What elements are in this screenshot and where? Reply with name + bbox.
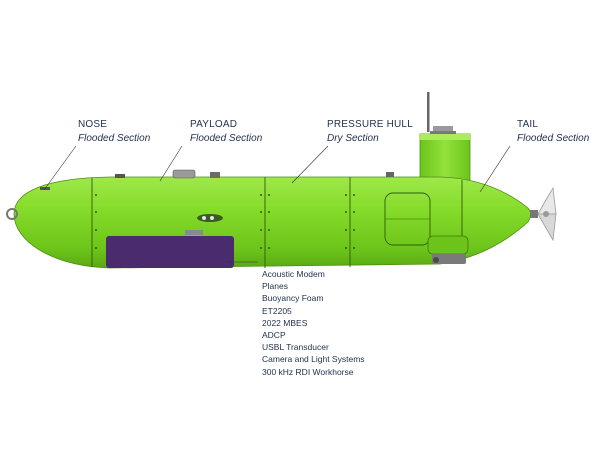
tail-label: TAIL Flooded Section — [517, 118, 589, 146]
nose-label: NOSE Flooded Section — [78, 118, 150, 146]
pressure-hull-leader — [291, 145, 329, 184]
payload-items-list: Acoustic Modem Planes Buoyancy Foam ET22… — [262, 268, 365, 378]
pressure-hull-label: PRESSURE HULL Dry Section — [327, 118, 413, 146]
thruster-pod — [427, 235, 469, 264]
payload-subtitle: Flooded Section — [190, 133, 263, 144]
tail-leader — [479, 145, 511, 193]
payload-item: ADCP — [262, 330, 286, 341]
tail-title: TAIL — [517, 119, 539, 130]
tail-assembly — [530, 186, 557, 242]
payload-bay-panel — [106, 236, 234, 268]
nose-subtitle: Flooded Section — [78, 133, 151, 144]
payload-item: USBL Transducer — [262, 342, 329, 353]
leader-lines — [43, 145, 511, 263]
pressure-hull-title: PRESSURE HULL — [327, 119, 413, 130]
tail-subtitle: Flooded Section — [517, 133, 590, 144]
payload-item: Acoustic Modem — [262, 269, 325, 279]
antenna — [427, 92, 456, 135]
payload-item: Camera and Light Systems — [262, 354, 365, 365]
nose-leader — [43, 145, 77, 191]
payload-item: 300 kHz RDI Workhorse — [262, 366, 354, 377]
payload-item: 2022 MBES — [262, 317, 308, 328]
payload-leader — [159, 145, 183, 182]
bow-lifting-eye — [6, 208, 18, 220]
payload-item: Buoyancy Foam — [262, 293, 324, 304]
payload-label: PAYLOAD Flooded Section — [190, 118, 262, 146]
nose-title: NOSE — [78, 119, 108, 130]
auv-hull — [13, 169, 533, 269]
payload-title: PAYLOAD — [190, 119, 238, 130]
payload-item: ET2205 — [262, 305, 292, 316]
pressure-hull-subtitle: Dry Section — [327, 133, 379, 144]
conning-tower — [419, 133, 471, 183]
payload-item: Planes — [262, 281, 288, 292]
